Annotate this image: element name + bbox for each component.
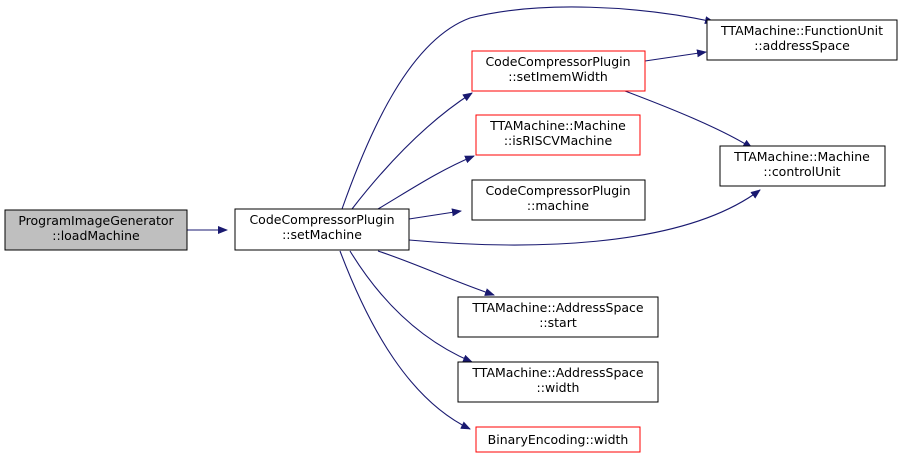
node-label-line1: CodeCompressorPlugin [485, 54, 630, 69]
node-ttamachine-addressspace-width[interactable]: TTAMachine::AddressSpace ::width [457, 361, 659, 403]
node-label-line2: ::machine [527, 198, 589, 213]
node-label-line1: TTAMachine::Machine [489, 118, 626, 133]
edge-setmachine-addressspace [341, 6, 715, 210]
node-ttamachine-machine-controlunit[interactable]: TTAMachine::Machine ::controlUnit [719, 145, 886, 187]
node-label-line1: TTAMachine::Machine [733, 149, 870, 164]
node-programimagegenerator-loadmachine[interactable]: ProgramImageGenerator ::loadMachine [4, 209, 188, 251]
edge-setmachine-width [349, 250, 473, 363]
node-label-line1: TTAMachine::FunctionUnit [720, 23, 883, 38]
edge-setmachine-binaryencodingwidth [339, 250, 471, 430]
node-codecompressorplugin-setimemwidth[interactable]: CodeCompressorPlugin ::setImemWidth [471, 50, 646, 92]
edge-setmachine-start [377, 250, 495, 296]
edge-setimemwidth-controlunit [624, 90, 753, 149]
node-label-line2: ::isRISCVMachine [504, 133, 613, 148]
node-ttamachine-machine-isriscvmachine[interactable]: TTAMachine::Machine ::isRISCVMachine [475, 114, 641, 156]
node-label-line1: TTAMachine::AddressSpace [471, 300, 644, 315]
node-label-line2: ::start [539, 315, 577, 330]
node-label-line1: CodeCompressorPlugin [249, 212, 394, 227]
node-label-line1: ProgramImageGenerator [18, 213, 174, 228]
node-label-line1: CodeCompressorPlugin [485, 183, 630, 198]
node-label-line2: ::addressSpace [754, 38, 850, 53]
node-label-line1: BinaryEncoding::width [488, 432, 629, 447]
node-label-line2: ::width [537, 380, 580, 395]
node-ttamachine-functionunit-addressspace[interactable]: TTAMachine::FunctionUnit ::addressSpace [706, 19, 898, 61]
node-binaryencoding-width[interactable]: BinaryEncoding::width [475, 426, 641, 453]
edge-setmachine-machine [408, 208, 462, 220]
node-label-line2: ::loadMachine [52, 228, 140, 243]
edge-setmachine-setimemwidth [351, 92, 473, 210]
node-codecompressorplugin-machine[interactable]: CodeCompressorPlugin ::machine [471, 179, 646, 221]
node-label-line2: ::controlUnit [763, 164, 840, 179]
node-ttamachine-addressspace-start[interactable]: TTAMachine::AddressSpace ::start [457, 296, 659, 338]
edge-setimemwidth-addressspace [644, 49, 707, 62]
edges [187, 6, 761, 430]
edge-setmachine-isriscvmachine [377, 155, 475, 210]
node-label-line2: ::setMachine [282, 227, 362, 242]
node-label-line1: TTAMachine::AddressSpace [471, 365, 644, 380]
node-label-line2: ::setImemWidth [508, 69, 608, 84]
node-codecompressorplugin-setmachine[interactable]: CodeCompressorPlugin ::setMachine [234, 208, 410, 251]
edge-setmachine-controlunit [408, 189, 761, 246]
